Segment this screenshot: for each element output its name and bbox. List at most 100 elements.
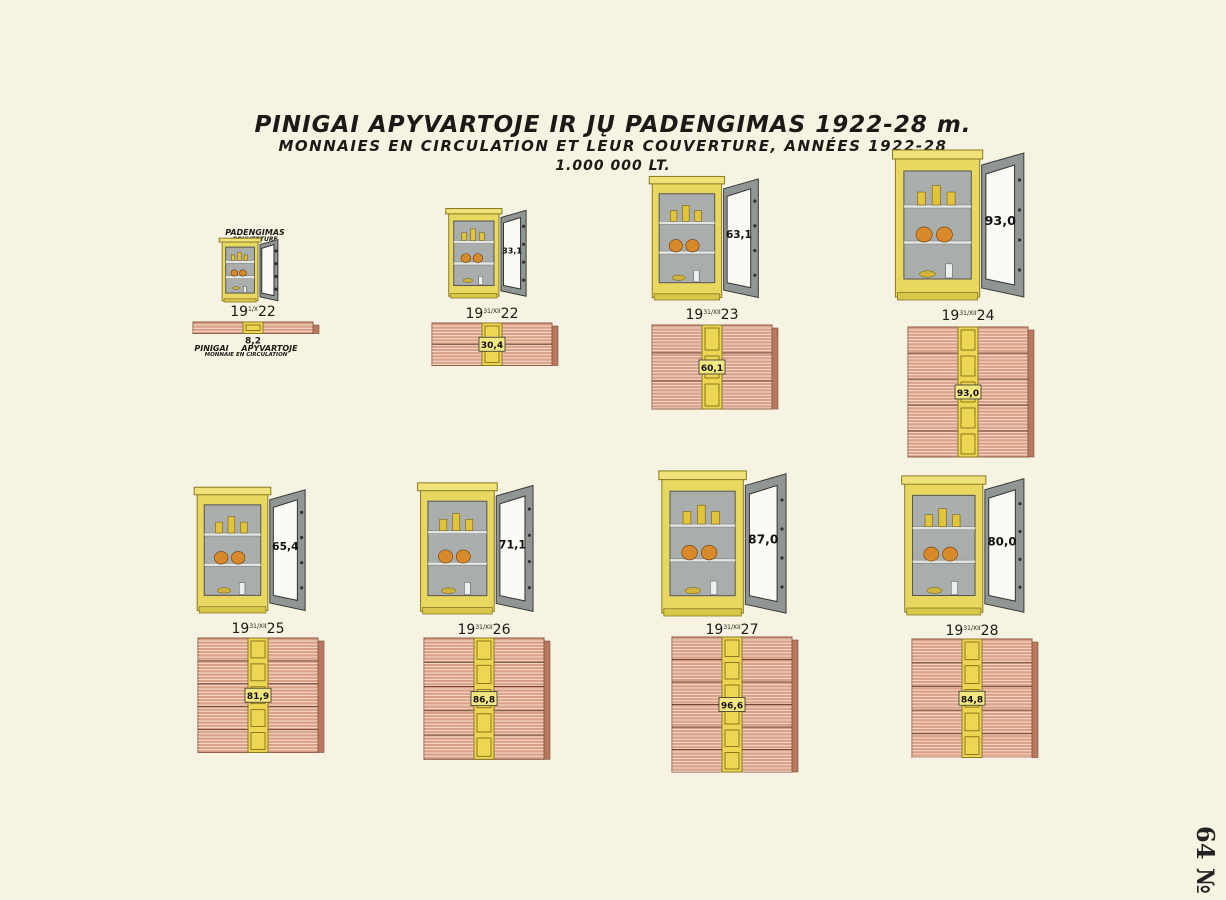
band-seal (960, 407, 976, 429)
gold-coins-icon (439, 519, 448, 531)
date-label: 1931/XII24 (942, 308, 995, 324)
safe-top (901, 475, 987, 485)
silver-coins-icon (464, 582, 471, 595)
banknote-stack-side (771, 327, 779, 410)
door-rivet (753, 273, 757, 277)
date-label: 1931/XII27 (706, 622, 759, 638)
safe-value-label: 71,1 (499, 538, 526, 551)
safe-value-label: 65,4 (272, 540, 298, 553)
band-seal (250, 732, 266, 750)
safe-door-panel (748, 484, 778, 603)
date-label: 191/X22 (230, 304, 276, 320)
gold-coins-icon (682, 511, 692, 525)
banknote-stack-side (791, 639, 799, 773)
silver-coins-icon (693, 269, 700, 283)
gold-coins-icon (697, 504, 706, 525)
safe-top (417, 482, 498, 492)
money-bag-icon (668, 239, 683, 253)
gold-coins-icon (479, 232, 485, 241)
banknote-stack-side (551, 325, 559, 366)
money-bag-icon (455, 549, 471, 564)
stack-value-box (954, 384, 982, 400)
band-seal (964, 641, 980, 661)
band-seal (724, 752, 740, 770)
door-rivet (1018, 178, 1022, 182)
band-seal (476, 713, 492, 733)
money-bag-icon (685, 239, 700, 253)
gold-coins-icon (924, 514, 933, 528)
band-seal (964, 665, 980, 684)
gold-coins-icon (231, 254, 236, 261)
coins-icon (919, 270, 936, 278)
safe-shelf (912, 526, 976, 530)
safe-shelf (453, 261, 495, 266)
band-seal (250, 709, 266, 727)
gold-coins-icon (465, 519, 474, 531)
door-rivet (753, 224, 757, 228)
gold-coins-icon (215, 521, 223, 534)
money-bag-icon (438, 549, 453, 564)
safe-value-label: 87,0 (748, 532, 778, 546)
band-seal (704, 327, 720, 351)
door-rivet (274, 262, 278, 266)
safe-value-label: 80,0 (987, 534, 1016, 548)
gold-coins-icon (931, 185, 941, 206)
door-rivet (521, 242, 526, 246)
door-rivet (1018, 529, 1022, 534)
silver-coins-icon (951, 581, 958, 595)
safe-base (653, 293, 721, 301)
safe-shelf (658, 221, 715, 225)
safe-shelf (427, 530, 488, 534)
safe-shelf (903, 204, 972, 209)
band-seal (250, 663, 266, 682)
coverage-legend-lt: PADENGIMAS (225, 228, 285, 237)
door-rivet (300, 561, 304, 565)
safe-value-label: 63,1 (726, 229, 752, 241)
door-rivet (527, 507, 531, 511)
gold-coins-icon (237, 251, 242, 261)
money-legend-fr: MONNAIE EN CIRCULATION (204, 352, 288, 359)
safe-top (648, 175, 726, 185)
door-rivet (521, 260, 526, 264)
safe-top (193, 486, 272, 496)
date-label: 1931/XII22 (466, 306, 519, 322)
band-seal (476, 664, 492, 684)
safe-shelf (453, 240, 495, 244)
banknote-stack-side (317, 640, 325, 753)
stack-value-box (470, 691, 498, 707)
band-seal (724, 662, 740, 680)
safe-door-panel (502, 216, 522, 290)
band-seal (724, 639, 740, 657)
gold-coins-icon (694, 210, 702, 222)
banknote-band (242, 321, 264, 334)
safe-base (663, 608, 742, 617)
band-seal (964, 712, 980, 732)
gold-coins-icon (669, 210, 678, 222)
safe-shelf (427, 561, 488, 566)
safe-door-panel (988, 489, 1016, 602)
money-bag-icon (230, 269, 239, 277)
band-seal (960, 355, 976, 377)
safe-top (445, 208, 503, 215)
date-label: 1931/XII25 (232, 621, 285, 637)
safe-shelf (204, 532, 261, 537)
money-legend: PINIGAI APYVARTOJE MONNAIE EN CIRCULATIO… (176, 344, 316, 359)
money-bag-icon (214, 551, 229, 565)
page-number: 64 № (1191, 826, 1220, 894)
band-seal (250, 640, 266, 659)
door-rivet (274, 249, 278, 253)
coins-icon (232, 286, 240, 290)
safe-top (891, 149, 984, 160)
gold-coins-icon (682, 205, 690, 222)
safe-door-panel (499, 495, 526, 602)
money-bag-icon (231, 551, 246, 565)
silver-coins-icon (478, 276, 483, 286)
band-seal (704, 383, 720, 407)
coins-icon (671, 274, 686, 281)
